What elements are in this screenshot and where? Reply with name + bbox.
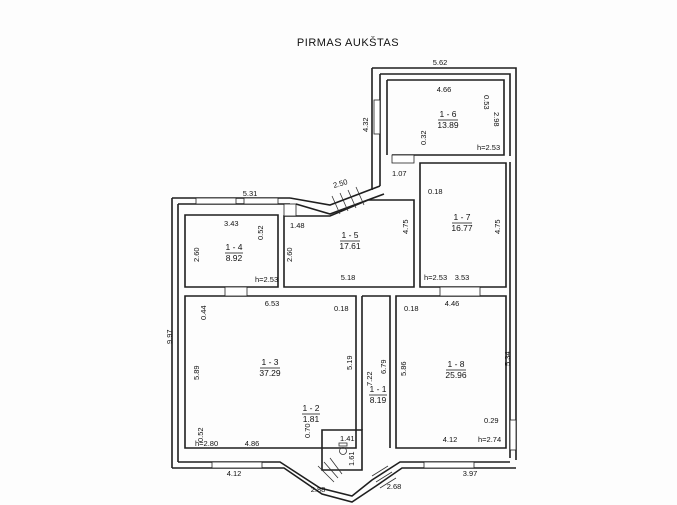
walls	[171, 67, 517, 503]
height-label: h=2.53	[477, 143, 500, 152]
dimension: 5.89	[192, 365, 201, 380]
dimension: 5.18	[341, 273, 356, 282]
room-id: 1 - 1	[369, 384, 386, 394]
dimension: 0.44	[199, 305, 208, 320]
windows	[195, 99, 517, 469]
dimension: 4.32	[361, 117, 370, 132]
dimension: 3.43	[224, 219, 239, 228]
dimension: 4.12	[443, 435, 458, 444]
room-area: 8.19	[370, 395, 387, 405]
room-id: 1 - 3	[261, 357, 278, 367]
dimension: 0.70	[303, 423, 312, 438]
dimension: 0.29	[484, 416, 499, 425]
height-label: h=2.74	[478, 435, 501, 444]
dimension: 2.60	[285, 247, 294, 262]
dimension: 7.22	[365, 371, 374, 386]
dimension: 2.50	[332, 177, 349, 190]
dimension: 6.79	[379, 359, 388, 374]
dimension: 3.53	[455, 273, 470, 282]
dimension: 4.46	[445, 299, 460, 308]
dimension: 6.53	[265, 299, 280, 308]
dimension: 2.98	[492, 112, 501, 127]
room-area: 17.61	[339, 241, 361, 251]
height-label: h=2.53	[424, 273, 447, 282]
plan-title: PIRMAS AUKŠTAS	[297, 36, 399, 49]
room-area: 13.89	[437, 120, 459, 130]
dimension: 0.52	[196, 427, 205, 442]
stairs	[317, 186, 397, 489]
dimension: 4.75	[401, 219, 410, 234]
room-area: 8.92	[226, 253, 243, 263]
dimension: 2.68	[387, 482, 402, 491]
dimension: 5.34	[503, 351, 512, 366]
dimension: 1.41	[340, 434, 355, 443]
room-labels: 1 - 6 13.89 1 - 5 17.61 1 - 7 16.77 1 - …	[225, 109, 473, 424]
dimension: 3.97	[463, 469, 478, 478]
dimension: 5.86	[399, 361, 408, 376]
room-area: 25.96	[445, 370, 467, 380]
dimension: 0.32	[419, 130, 428, 145]
dimension: 0.53	[482, 95, 491, 110]
dimension: 4.12	[227, 469, 242, 478]
dimension: 1.07	[392, 169, 407, 178]
dimension: 1.61	[347, 451, 356, 466]
dimension: 2.88	[311, 485, 326, 494]
dimension: 2.60	[192, 247, 201, 262]
height-label: h=2.80	[195, 439, 218, 448]
dimension: 9.97	[165, 329, 174, 344]
room-id: 1 - 5	[341, 230, 358, 240]
height-label: h=2.53	[255, 275, 278, 284]
dimension: 0.18	[404, 304, 419, 313]
room-area: 16.77	[451, 223, 473, 233]
dimension: 1.48	[290, 221, 305, 230]
dimension: 0.18	[334, 304, 349, 313]
dimension: 5.19	[345, 355, 354, 370]
dimension: 4.86	[245, 439, 260, 448]
room-area: 37.29	[259, 368, 281, 378]
dimension: 5.62	[433, 58, 448, 67]
room-id: 1 - 8	[447, 359, 464, 369]
ceiling-heights: h=2.53 h=2.53 h=2.53 h=2.80 h=2.74	[195, 143, 501, 448]
room-id: 1 - 2	[302, 403, 319, 413]
room-id: 1 - 7	[453, 212, 470, 222]
dimension: 0.52	[256, 225, 265, 240]
room-area: 1.81	[303, 414, 320, 424]
dimension: 4.75	[493, 219, 502, 234]
room-id: 1 - 4	[225, 242, 242, 252]
dimension-labels: 5.62 4.66 0.53 2.98 4.32 0.32 2.50 1.07 …	[165, 58, 512, 494]
dimension: 4.66	[437, 85, 452, 94]
room-id: 1 - 6	[439, 109, 456, 119]
dimension: 5.31	[243, 189, 258, 198]
dimension: 0.18	[428, 187, 443, 196]
